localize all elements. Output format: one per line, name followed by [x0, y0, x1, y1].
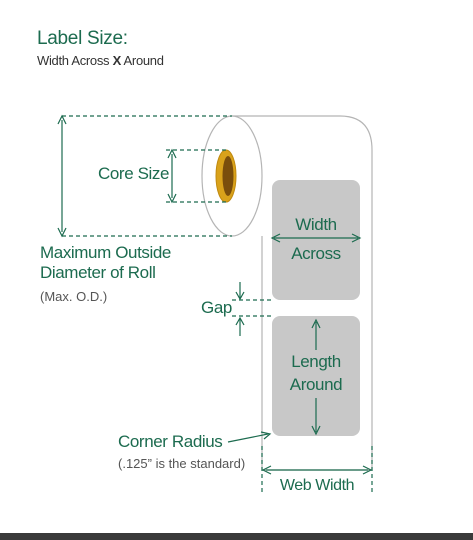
length-label-line1: Length — [291, 352, 341, 371]
core-inner — [222, 156, 234, 196]
subtitle-x: X — [112, 53, 122, 68]
gap-dimension — [232, 282, 272, 336]
length-label-line2: Around — [289, 375, 343, 394]
web-width-dimension — [261, 446, 373, 494]
core-size-label: Core Size — [98, 164, 170, 183]
max-od-label-line2: Diameter of Roll — [40, 263, 156, 282]
subtitle-prefix: Width Across — [37, 53, 113, 68]
subtitle-suffix: Around — [120, 53, 164, 68]
length-around-arrows — [311, 318, 321, 436]
max-od-abbr: (Max. O.D.) — [40, 289, 108, 304]
roll-web-outline — [232, 115, 373, 471]
page-title: Label Size: — [37, 28, 128, 49]
page-subtitle: Width Across X Around — [37, 53, 164, 68]
footer-bar — [0, 533, 473, 540]
width-label-line2: Across — [291, 244, 341, 263]
label-lower — [272, 316, 360, 436]
corner-radius-label: Corner Radius — [118, 432, 223, 451]
width-across-arrow — [270, 233, 362, 243]
label-upper — [272, 180, 360, 300]
core-size-dimension — [166, 148, 226, 204]
corner-radius-leader — [227, 431, 272, 443]
max-od-dimension — [57, 114, 232, 238]
width-label-line1: Width — [295, 215, 337, 234]
corner-radius-note: (.125” is the standard) — [118, 456, 246, 471]
web-width-label: Web Width — [279, 477, 355, 494]
max-od-label-line1: Maximum Outside — [40, 243, 171, 262]
gap-label: Gap — [201, 298, 232, 317]
